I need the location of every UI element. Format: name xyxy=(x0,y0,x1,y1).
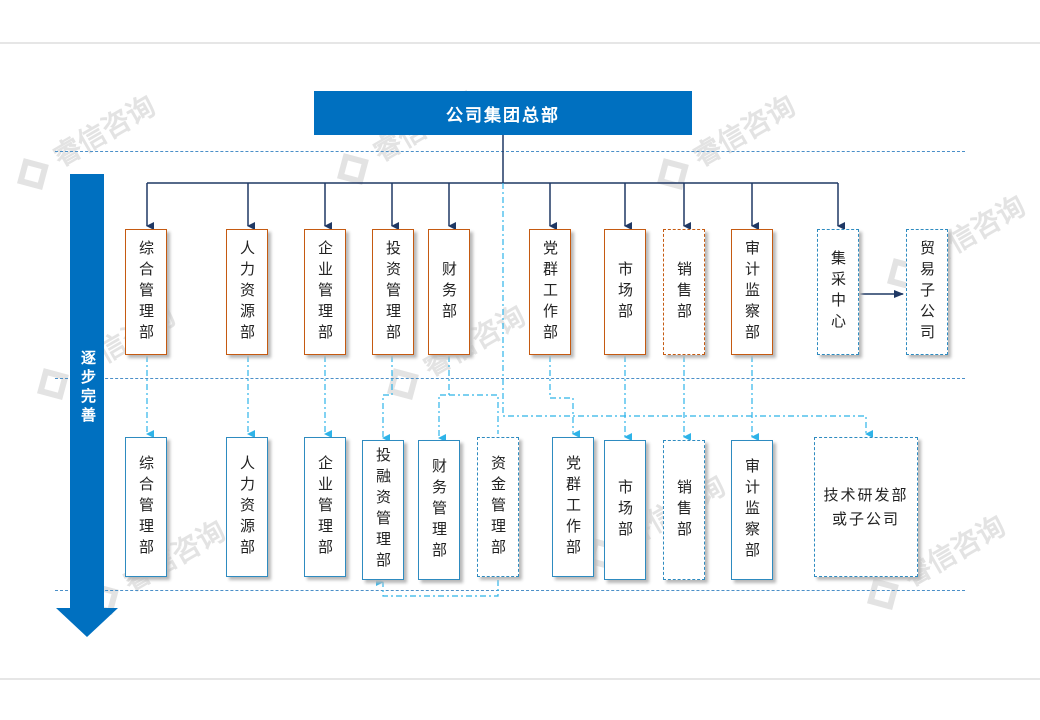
bottom-box-label: 审计监察部 xyxy=(743,457,761,563)
top-box-party-work: 党群工作部 xyxy=(529,229,571,355)
bottom-box-fund-management: 资金管理部 xyxy=(477,437,519,577)
top-box-trade-subsidiary: 贸易子公司 xyxy=(906,229,948,355)
bottom-box-label: 销售部 xyxy=(675,478,693,542)
top-box-label: 销售部 xyxy=(675,260,693,324)
top-box-human-resources: 人力资源部 xyxy=(226,229,268,355)
top-box-marketing: 市场部 xyxy=(604,229,646,355)
top-box-label: 贸易子公司 xyxy=(918,239,936,345)
bottom-box-audit: 审计监察部 xyxy=(731,440,773,580)
side-arrow-icon xyxy=(56,174,118,637)
bottom-frame-line xyxy=(0,678,1040,680)
bottom-box-label: 投融资管理部 xyxy=(374,447,392,573)
top-box-label: 人力资源部 xyxy=(238,239,256,345)
bottom-box-sales: 销售部 xyxy=(663,440,705,580)
bottom-box-label: 综合管理部 xyxy=(137,454,155,560)
top-box-investment-management: 投资管理部 xyxy=(372,229,414,355)
top-box-label: 市场部 xyxy=(616,260,634,324)
bottom-box-label: 人力资源部 xyxy=(238,454,256,560)
bottom-box-label: 党群工作部 xyxy=(564,454,582,560)
top-box-audit: 审计监察部 xyxy=(731,229,773,355)
headquarters-label: 公司集团总部 xyxy=(446,105,560,126)
top-box-label: 党群工作部 xyxy=(541,239,559,345)
bottom-box-general-management: 综合管理部 xyxy=(125,437,167,577)
bottom-box-party-work: 党群工作部 xyxy=(552,437,594,577)
bottom-box-label: 市场部 xyxy=(616,478,634,542)
bottom-box-finance-management: 财务管理部 xyxy=(418,440,460,580)
top-frame-line xyxy=(0,42,1040,44)
bottom-box-enterprise-management: 企业管理部 xyxy=(304,437,346,577)
bottom-box-rnd: 技术研发部 或子公司 xyxy=(814,437,918,577)
divider-top xyxy=(55,151,965,152)
divider-bottom xyxy=(55,590,965,591)
bottom-box-marketing: 市场部 xyxy=(604,440,646,580)
top-box-label: 审计监察部 xyxy=(743,239,761,345)
top-box-label: 企业管理部 xyxy=(316,239,334,345)
top-box-enterprise-management: 企业管理部 xyxy=(304,229,346,355)
top-box-label: 投资管理部 xyxy=(384,239,402,345)
bottom-box-label: 资金管理部 xyxy=(489,454,507,560)
top-box-label: 财务部 xyxy=(440,260,458,324)
headquarters-box: 公司集团总部 xyxy=(314,91,692,135)
top-box-label: 集采中心 xyxy=(829,250,847,334)
bottom-box-label: 财务管理部 xyxy=(430,457,448,563)
bottom-box-human-resources: 人力资源部 xyxy=(226,437,268,577)
top-box-general-management: 综合管理部 xyxy=(125,229,167,355)
top-box-procurement-center: 集采中心 xyxy=(817,229,859,355)
rnd-label-line1: 技术研发部 xyxy=(823,486,909,504)
bottom-box-label: 企业管理部 xyxy=(316,454,334,560)
rnd-label-line2: 或子公司 xyxy=(831,510,900,528)
top-box-finance: 财务部 xyxy=(428,229,470,355)
divider-middle xyxy=(55,378,965,379)
top-box-sales: 销售部 xyxy=(663,229,705,355)
bottom-box-investment-financing: 投融资管理部 xyxy=(362,440,404,580)
top-box-label: 综合管理部 xyxy=(137,239,155,345)
side-arrow-label: 逐步完善 xyxy=(79,350,97,426)
